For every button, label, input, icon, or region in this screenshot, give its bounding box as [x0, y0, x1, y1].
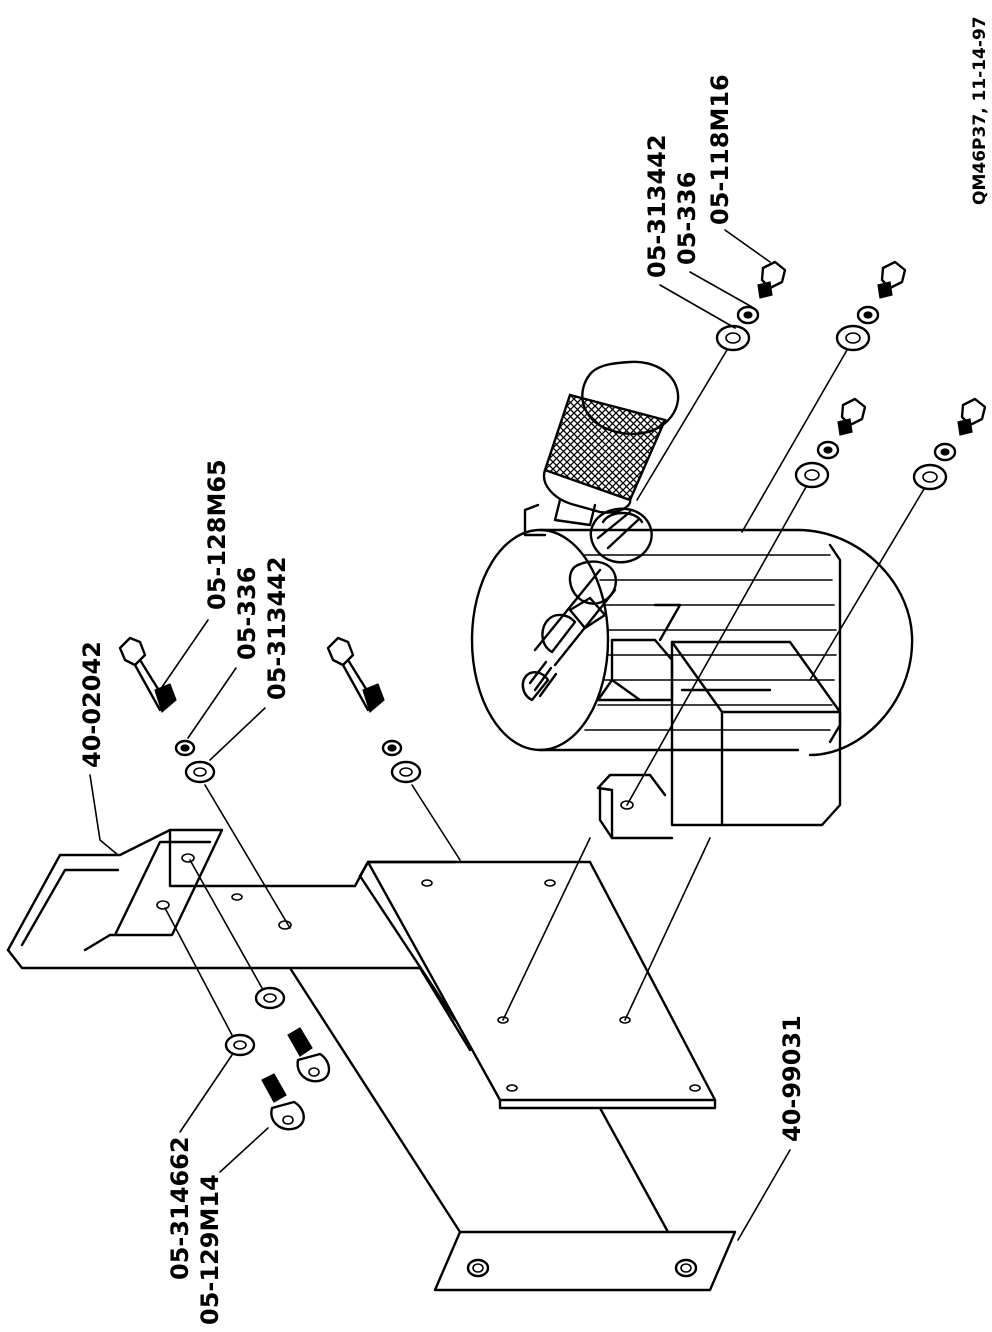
label-lockwasher-left: 05-336	[233, 567, 261, 660]
label-flatwasher-left: 05-313442	[263, 556, 291, 700]
mounting-plate	[288, 860, 737, 1292]
left-bolts	[118, 636, 461, 929]
socket-screws	[164, 859, 331, 1131]
terminal-box	[670, 640, 842, 827]
motor	[470, 528, 914, 757]
short-bolt-2	[835, 260, 907, 352]
label-plate: 40-99031	[778, 1015, 806, 1142]
label-lockwasher-right: 05-336	[673, 172, 701, 265]
label-long-bolt: 05-128M65	[203, 459, 231, 610]
drawing-reference: QM46P37, 11-14-97	[970, 16, 990, 205]
socket-screw-upper	[254, 986, 331, 1083]
shaft-coupling	[521, 507, 653, 702]
short-bolt-4	[912, 397, 987, 491]
label-washer-bottom: 05-314662	[166, 1136, 194, 1280]
short-bolt-3	[794, 397, 867, 489]
label-flatwasher-right: 05-313442	[643, 134, 671, 278]
callout-labels: 40-02042 05-128M65 05-336 05-313442 05-3…	[78, 16, 990, 1325]
motor-feet	[596, 603, 682, 840]
label-short-bolt: 05-118M16	[706, 74, 734, 225]
knurled-cap	[523, 360, 680, 537]
long-bolt-lower	[326, 636, 422, 784]
label-socket-screw: 05-129M14	[196, 1174, 224, 1325]
label-bracket: 40-02042	[78, 641, 106, 768]
leader-lines	[89, 229, 791, 1241]
long-bolt-upper	[118, 636, 216, 784]
z-bracket	[6, 828, 457, 970]
socket-screw-lower	[224, 1033, 305, 1131]
